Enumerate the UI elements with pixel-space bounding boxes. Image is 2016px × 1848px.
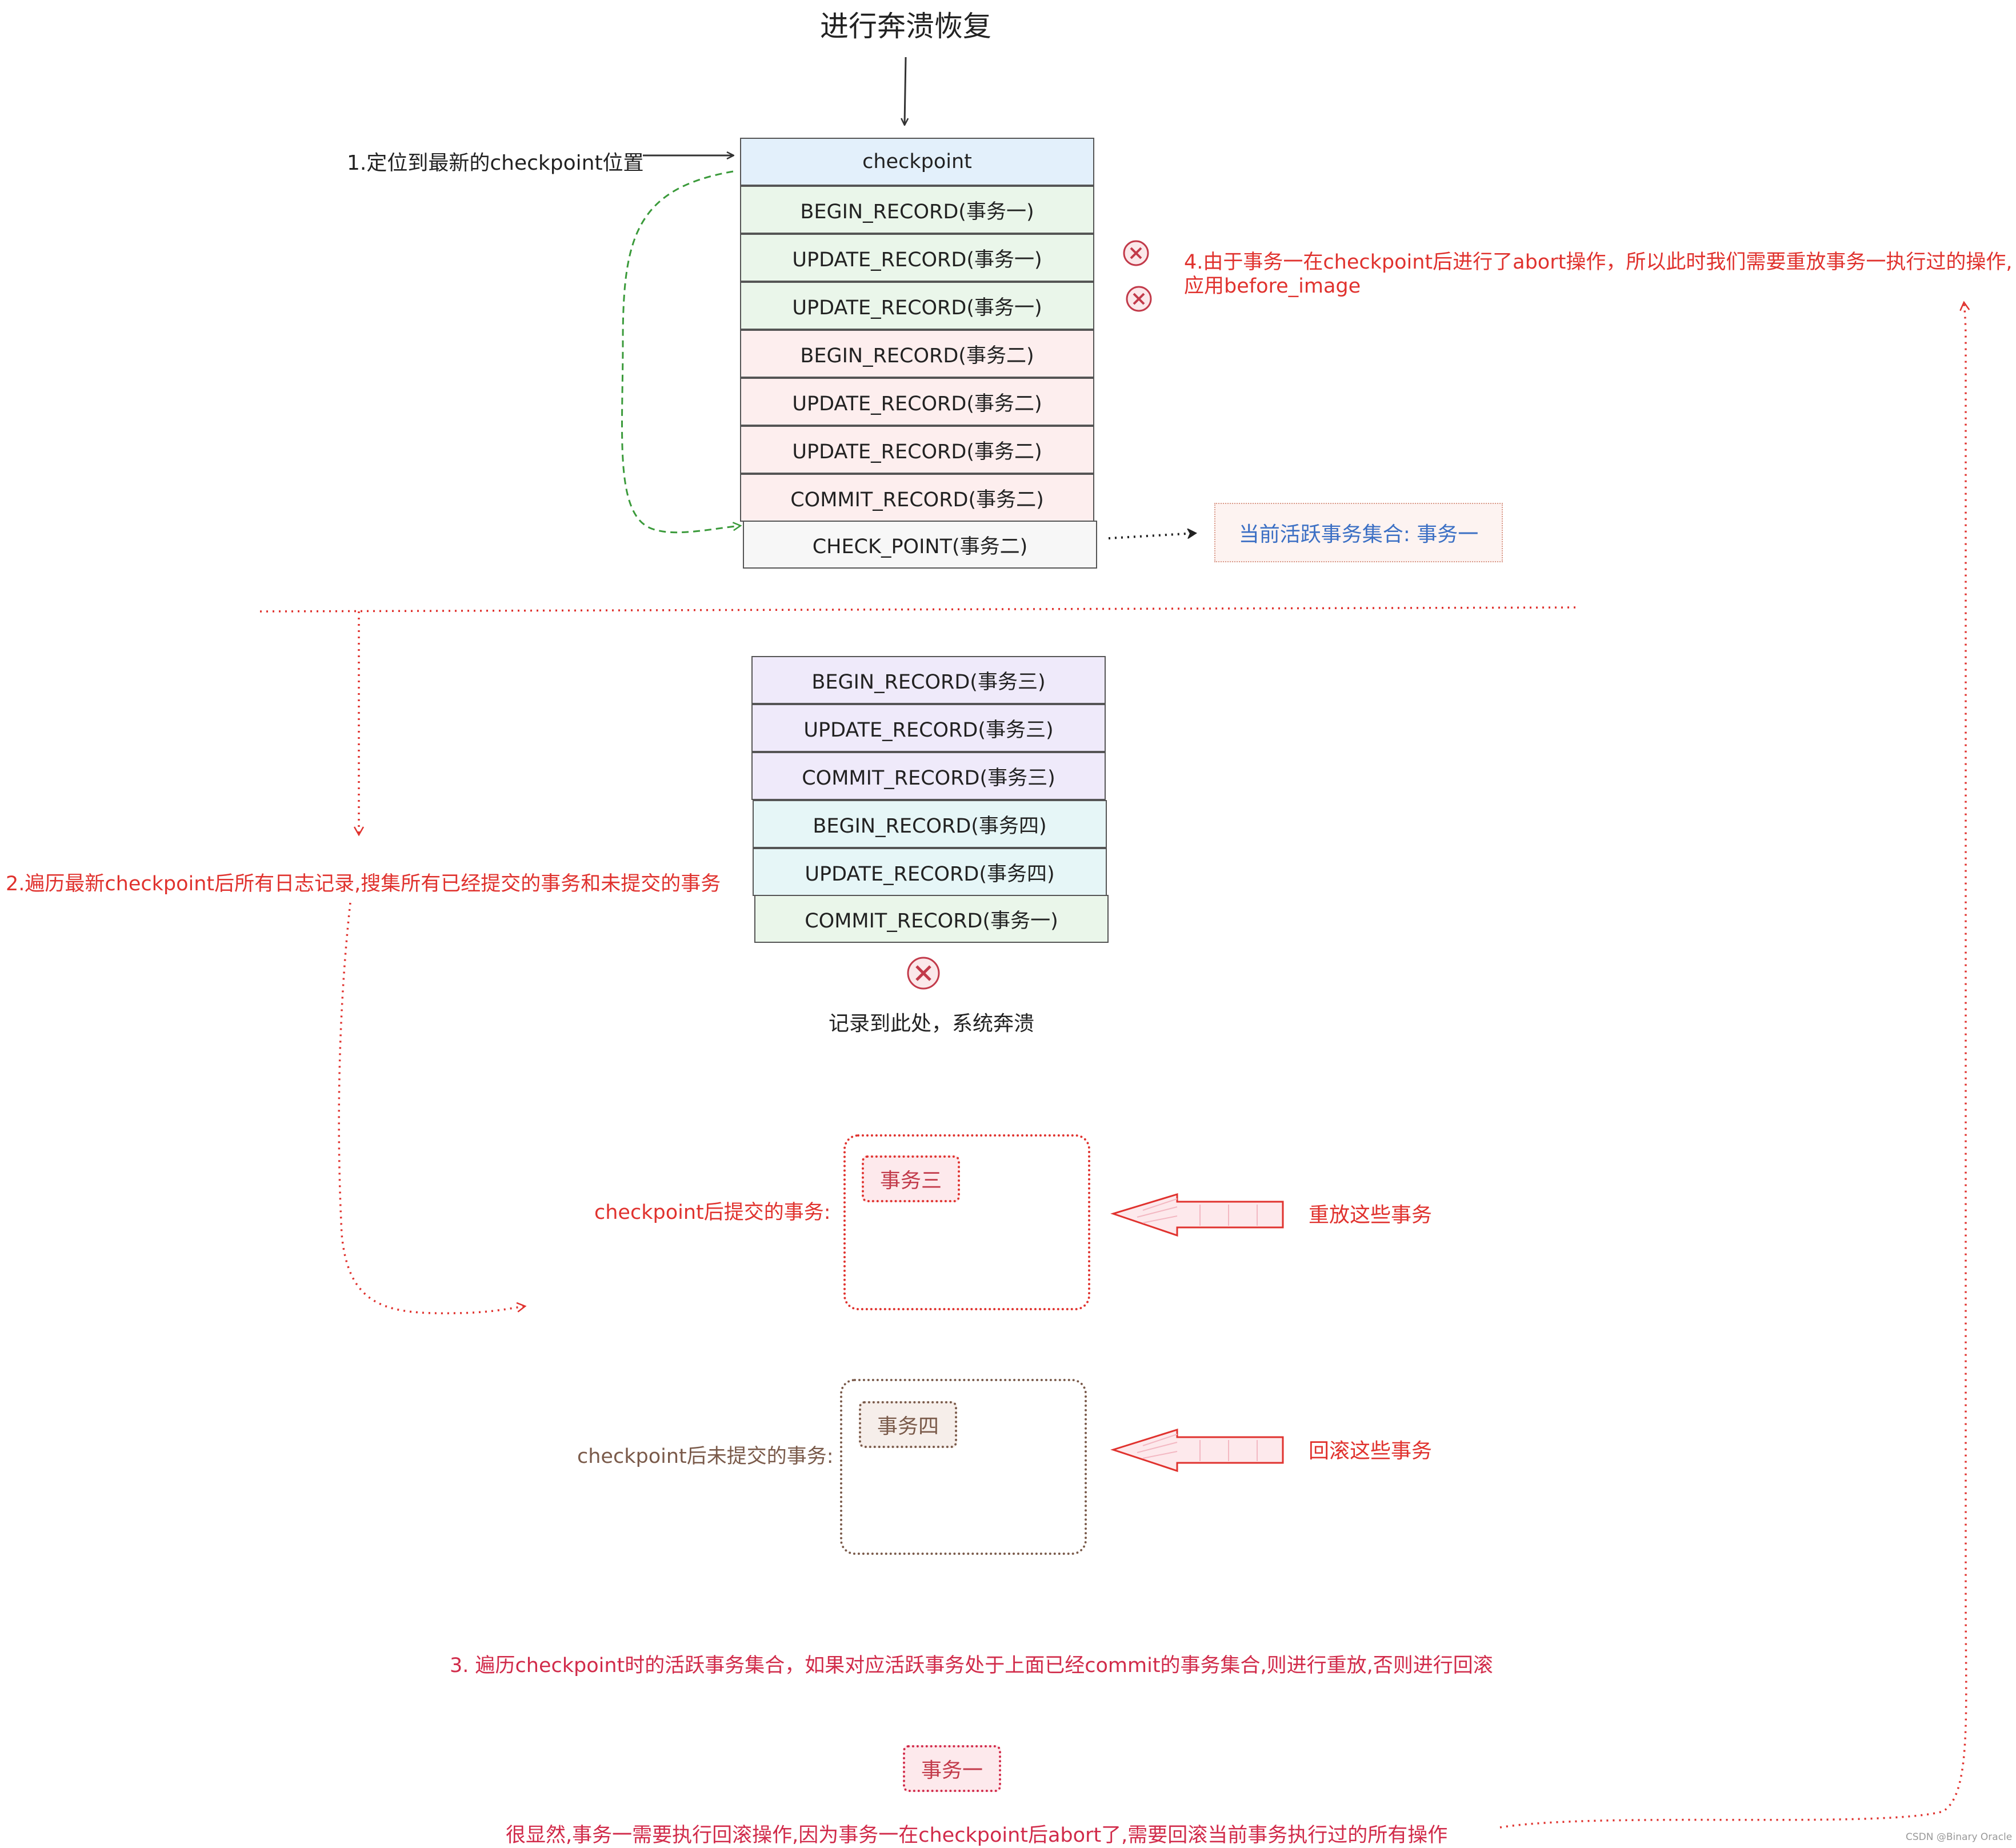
step2-label: 2.遍历最新checkpoint后所有日志记录,搜集所有已经提交的事务和未提交的… <box>6 873 721 895</box>
log-record: BEGIN_RECORD(事务三) <box>751 656 1106 704</box>
cross-circle-icon <box>1123 240 1149 266</box>
log-record-checkpoint: checkpoint <box>740 138 1094 186</box>
log-record: UPDATE_RECORD(事务二) <box>740 378 1094 426</box>
cross-circle-icon <box>1126 286 1152 312</box>
rollback-label: 回滚这些事务 <box>1309 1439 1433 1463</box>
conclusion-curve-connector <box>1499 303 1966 1829</box>
log-record: BEGIN_RECORD(事务二) <box>740 330 1094 378</box>
log-record-check-point: CHECK_POINT(事务二) <box>743 521 1097 569</box>
log-record: COMMIT_RECORD(事务三) <box>751 752 1106 800</box>
uncommitted-item: 事务四 <box>859 1401 957 1448</box>
log-record: UPDATE_RECORD(事务一) <box>740 282 1094 330</box>
step3-label: 3. 遍历checkpoint时的活跃事务集合，如果对应活跃事务处于上面已经co… <box>450 1654 1493 1677</box>
log-record: UPDATE_RECORD(事务三) <box>751 704 1106 752</box>
step1-label: 1.定位到最新的checkpoint位置 <box>347 151 644 175</box>
log-record: UPDATE_RECORD(事务四) <box>753 848 1107 896</box>
step4-line1: 4.由于事务一在checkpoint后进行了abort操作，所以此时我们需要重放… <box>1184 251 2013 274</box>
log-record: COMMIT_RECORD(事务一) <box>754 895 1109 943</box>
log-record: COMMIT_RECORD(事务二) <box>740 474 1094 522</box>
hollow-arrow-left-icon <box>1110 1428 1284 1473</box>
separator-dotted-line <box>259 606 1578 613</box>
conclusion-label: 很显然,事务一需要执行回滚操作,因为事务一在checkpoint后abort了,… <box>506 1824 1448 1847</box>
active-set-arrow-icon <box>1108 533 1195 539</box>
log-record: BEGIN_RECORD(事务四) <box>753 800 1107 848</box>
committed-item: 事务三 <box>862 1155 960 1202</box>
step2-curve-connector <box>338 902 525 1314</box>
bottom-transaction-item: 事务一 <box>903 1745 1001 1792</box>
watermark: CSDN @Binary Oracle <box>1906 1831 2013 1843</box>
uncommitted-box <box>840 1379 1087 1555</box>
redo-label: 重放这些事务 <box>1309 1203 1433 1227</box>
title-arrow-down-icon <box>905 57 906 125</box>
hollow-arrow-left-icon <box>1110 1193 1284 1237</box>
log-record: UPDATE_RECORD(事务二) <box>740 426 1094 474</box>
cross-circle-icon <box>907 957 940 990</box>
log-record: BEGIN_RECORD(事务一) <box>740 186 1094 234</box>
step4-line2: 应用before_image <box>1184 275 1361 298</box>
crash-note: 记录到此处，系统奔溃 <box>829 1012 1035 1035</box>
uncommitted-label: checkpoint后未提交的事务: <box>577 1445 834 1468</box>
log-record: UPDATE_RECORD(事务一) <box>740 234 1094 282</box>
committed-box <box>843 1134 1090 1310</box>
green-dashed-connector <box>621 170 740 534</box>
active-transaction-set: 当前活跃事务集合: 事务一 <box>1214 503 1503 562</box>
committed-label: checkpoint后提交的事务: <box>594 1201 831 1224</box>
diagram-title: 进行奔溃恢复 <box>820 10 991 43</box>
